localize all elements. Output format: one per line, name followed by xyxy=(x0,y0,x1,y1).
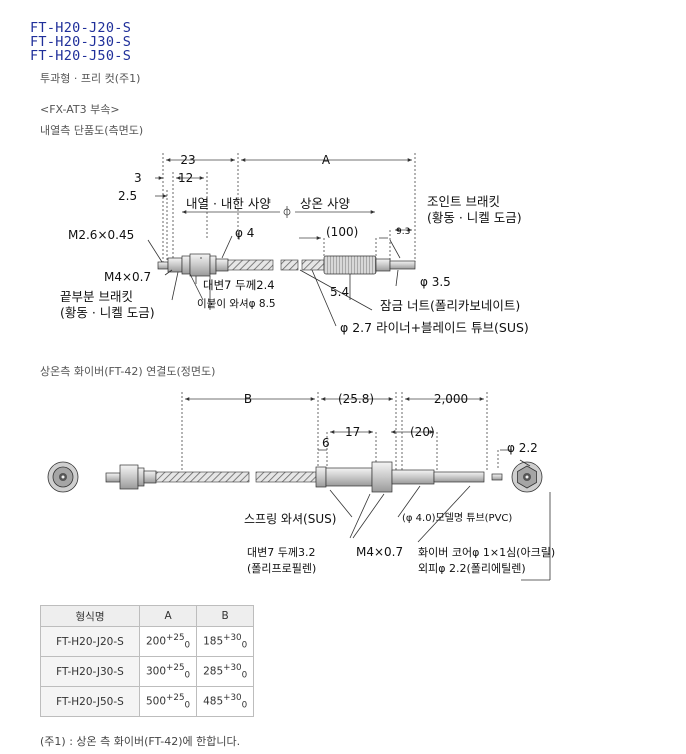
m4-b-label: M4×0.7 xyxy=(356,545,403,559)
bottom-fiber-assembly xyxy=(105,461,503,493)
accessory-label: <FX-AT3 부속> xyxy=(40,103,120,116)
table-row: FT-H20-J30-S 300+250 285+300 xyxy=(40,656,255,687)
liner-label: φ 2.7 라이너+블레이드 튜브(SUS) xyxy=(340,320,529,335)
table-header-row: 형식명 A B xyxy=(40,605,255,627)
b-cell: 285+300 xyxy=(196,656,255,687)
dim-2000: 2,000 xyxy=(434,392,468,406)
phi-3-5-label: φ 3.5 xyxy=(420,275,451,289)
top-fiber-assembly xyxy=(157,253,416,277)
lock-nut-label: 잠금 너트(폴리카보네이트) xyxy=(380,298,520,313)
dim-b: B xyxy=(244,392,252,406)
dim-a: A xyxy=(322,153,331,167)
table-header: 형식명 xyxy=(40,605,140,627)
dim-5-4: 5.4 xyxy=(330,285,349,299)
core-label-2: 외피φ 2.2(폴리에틸렌) xyxy=(418,562,526,575)
joint-bracket-2: (황동 · 니켈 도금) xyxy=(427,210,522,225)
table-header: B xyxy=(196,605,255,627)
table-header: A xyxy=(138,605,198,627)
dim-17: 17 xyxy=(345,425,360,439)
model-title-1: FT-H20-J20-S xyxy=(30,20,132,36)
dim-9-3: 9.3 xyxy=(396,227,410,237)
model-title-2: FT-H20-J30-S xyxy=(30,34,132,50)
joint-bracket-1: 조인트 브래킷 xyxy=(427,194,500,209)
side-view-label: 내열측 단품도(측면도) xyxy=(40,124,144,137)
dim-100: (100) xyxy=(326,225,358,239)
dim-6: 6 xyxy=(322,436,330,450)
b-cell: 185+300 xyxy=(196,626,255,657)
mold-tube-label: (φ 4.0)모델명 튜브(PVC) xyxy=(402,512,512,524)
fiber-diagram: 23 A 3 12 2.5 내열 · 내한 사양 상온 사양 조인트 브래킷 (… xyxy=(47,153,555,581)
front-view-label: 상온측 화이버(FT-42) 연결도(정면도) xyxy=(40,365,216,378)
tip-bracket-1: 끝부분 브래킷 xyxy=(60,289,133,304)
room-spec: 상온 사양 xyxy=(300,196,350,211)
right-end-view xyxy=(511,461,543,493)
hex7-b-label-2: (폴리프로필렌) xyxy=(247,562,316,575)
top-dimension-lines xyxy=(155,153,416,262)
dim-20: (20) xyxy=(410,425,435,439)
table-row: FT-H20-J50-S 500+250 485+300 xyxy=(40,686,255,717)
phi-4-label: φ 4 xyxy=(235,226,254,240)
table-row: FT-H20-J20-S 200+250 185+300 xyxy=(40,626,255,657)
model-cell: FT-H20-J20-S xyxy=(40,626,140,657)
dim-23: 23 xyxy=(180,153,195,167)
dim-12: 12 xyxy=(178,171,193,185)
left-end-view xyxy=(47,461,79,493)
dim-2-5: 2.5 xyxy=(118,189,137,203)
a-cell: 500+250 xyxy=(138,686,198,717)
model-cell: FT-H20-J30-S xyxy=(40,656,140,687)
top-texts: 23 A 3 12 2.5 내열 · 내한 사양 상온 사양 조인트 브래킷 (… xyxy=(60,153,529,335)
core-label-1: 화이버 코어φ 1×1심(아크릴) xyxy=(418,546,555,559)
top-leaders xyxy=(147,235,401,327)
phi-2-2-label: φ 2.2 xyxy=(507,441,538,455)
a-cell: 300+250 xyxy=(138,656,198,687)
model-title-3: FT-H20-J50-S xyxy=(30,48,132,64)
subtitle: 투과형 · 프리 컷(주1) xyxy=(40,72,141,85)
m4-label: M4×0.7 xyxy=(104,270,151,284)
spring-washer-label: 스프링 와셔(SUS) xyxy=(244,512,336,526)
bottom-leaders xyxy=(329,459,551,581)
heat-spec: 내열 · 내한 사양 xyxy=(186,196,271,211)
tip-bracket-2: (황동 · 니켈 도금) xyxy=(60,305,155,320)
a-cell: 200+250 xyxy=(138,626,198,657)
bottom-texts: B (25.8) 2,000 6 17 (20) φ 2.2 스프링 와셔(SU… xyxy=(244,392,555,575)
model-table: 형식명 A B FT-H20-J20-S 200+250 185+300 FT-… xyxy=(40,605,255,717)
hex7-b-label-1: 대변7 두께3.2 xyxy=(247,546,315,559)
hex7-label: 대변7 두께2.4 xyxy=(203,278,275,292)
washer-label: 이붙이 와셔φ 8.5 xyxy=(197,298,276,310)
dim-25-8: (25.8) xyxy=(338,392,374,406)
model-cell: FT-H20-J50-S xyxy=(40,686,140,717)
footnote: (주1) : 상온 측 화이버(FT-42)에 한합니다. xyxy=(40,735,241,748)
b-cell: 485+300 xyxy=(196,686,255,717)
bottom-dimension-lines xyxy=(181,392,512,470)
m2-6-label: M2.6×0.45 xyxy=(68,228,134,242)
dim-3: 3 xyxy=(134,171,142,185)
